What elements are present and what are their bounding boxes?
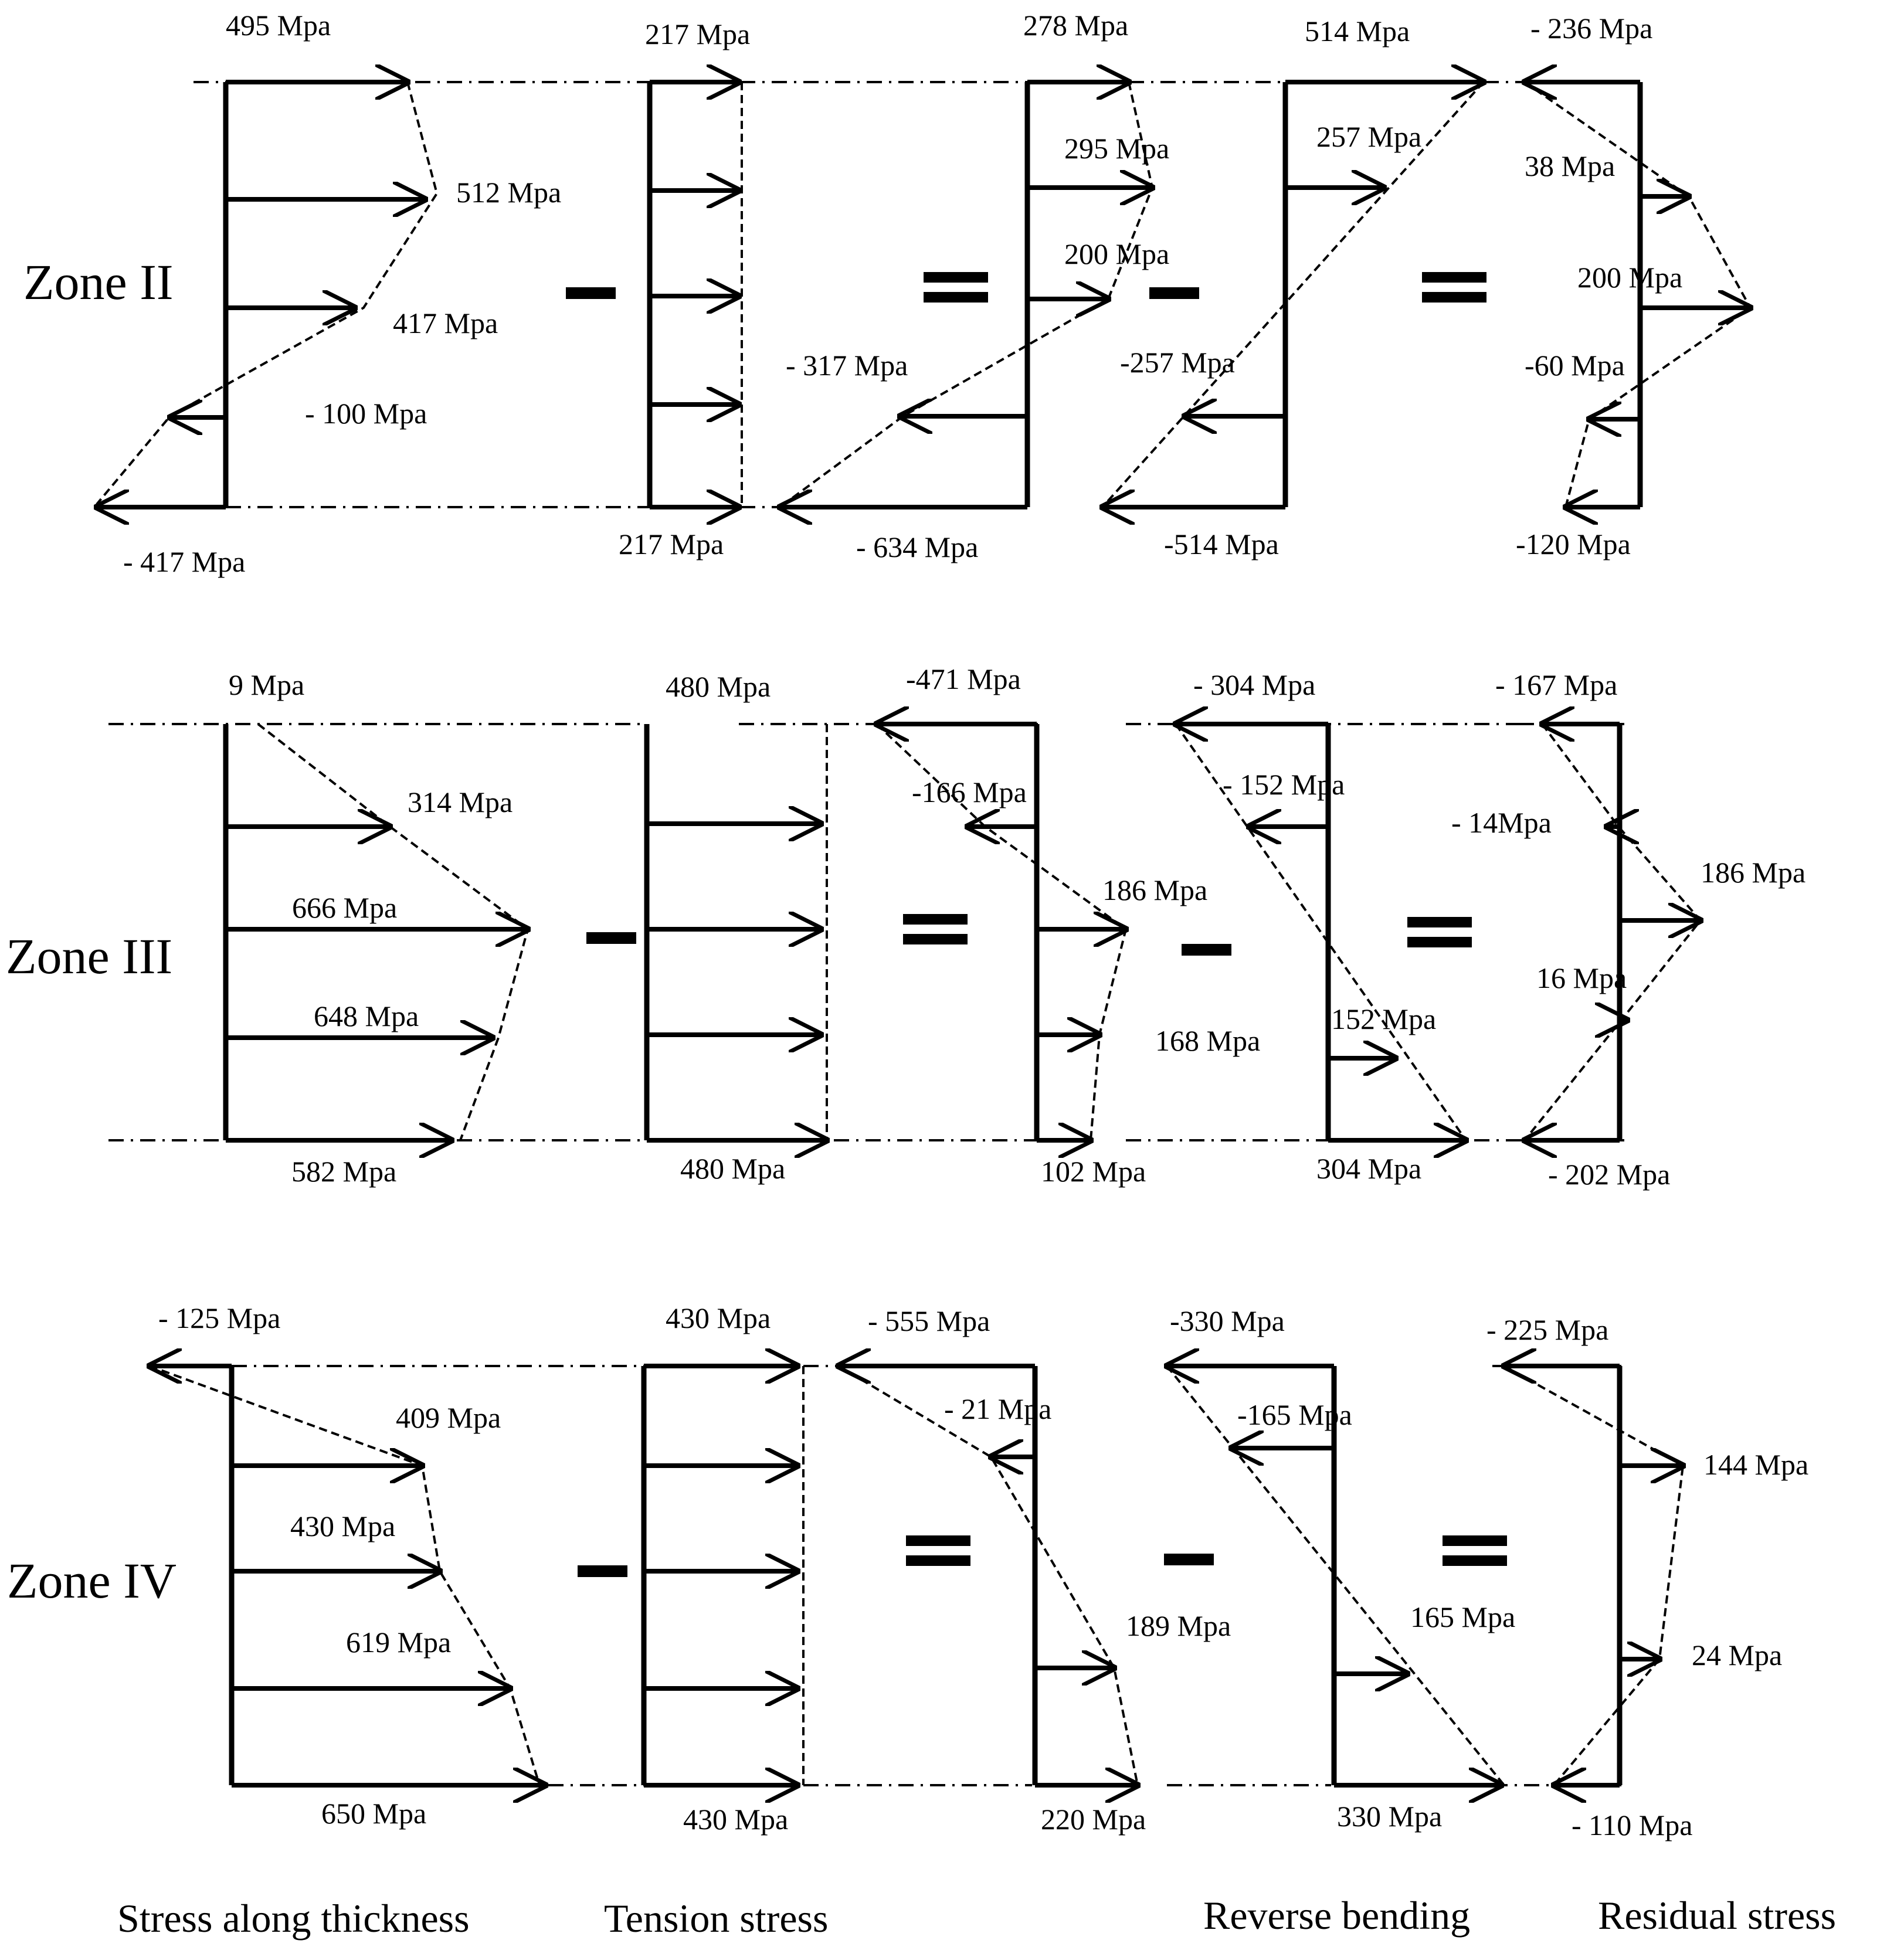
zone-4-stress-envelope <box>149 1365 541 1786</box>
residual-label: - 225 Mpa <box>1486 1313 1608 1346</box>
zone-4-equals-operator-bottom <box>1443 1555 1507 1566</box>
result-label: 220 Mpa <box>1041 1803 1146 1836</box>
residual-label: 200 Mpa <box>1577 261 1682 294</box>
zone-label: Zone II <box>23 254 173 310</box>
zone-3-equals-operator-bottom <box>1407 937 1472 947</box>
stress-label: 619 Mpa <box>346 1626 451 1659</box>
result-label: -166 Mpa <box>912 776 1027 808</box>
stress-label: 512 Mpa <box>456 176 561 209</box>
zone-2-equals-operator-top <box>1422 272 1486 283</box>
stress-label: 417 Mpa <box>393 307 498 339</box>
bending-label: -165 Mpa <box>1237 1398 1352 1431</box>
residual-label: -60 Mpa <box>1525 349 1625 382</box>
zone-4-minus-operator <box>1164 1554 1214 1565</box>
result-label: - 634 Mpa <box>856 531 978 563</box>
zone-3-stress-envelope <box>1523 723 1702 1141</box>
tension-label: 480 Mpa <box>680 1152 785 1185</box>
zone-3-minus-operator <box>1182 944 1231 956</box>
stress-label: 582 Mpa <box>291 1155 396 1188</box>
bending-label: 257 Mpa <box>1316 120 1421 153</box>
tension-label: 480 Mpa <box>666 670 771 703</box>
residual-label: 16 Mpa <box>1536 961 1627 994</box>
result-label: 168 Mpa <box>1155 1024 1260 1057</box>
result-label: 295 Mpa <box>1064 132 1169 165</box>
bending-label: - 304 Mpa <box>1193 668 1315 701</box>
zone-label: Zone IV <box>7 1552 177 1609</box>
stress-label: 666 Mpa <box>292 891 397 924</box>
zone-4-equals-operator-top <box>1443 1535 1507 1546</box>
bending-label: 152 Mpa <box>1331 1003 1436 1035</box>
bending-label: -514 Mpa <box>1164 528 1279 560</box>
result-label: -471 Mpa <box>906 662 1021 695</box>
tension-label: 217 Mpa <box>619 528 724 560</box>
zone-2-stress-envelope <box>96 81 439 505</box>
bending-label: 304 Mpa <box>1316 1152 1421 1185</box>
stress-label: - 417 Mpa <box>123 545 245 578</box>
zone-4-stress-envelope <box>1503 1365 1685 1786</box>
stress-label: - 100 Mpa <box>305 397 427 430</box>
residual-label: - 202 Mpa <box>1548 1158 1670 1191</box>
caption-tension-stress: Tension stress <box>604 1896 828 1941</box>
zone-3-equals-operator-top <box>1407 917 1472 927</box>
zone-4-equals-operator-top <box>906 1535 970 1546</box>
operators <box>566 272 1507 1577</box>
bending-label: 165 Mpa <box>1410 1601 1515 1633</box>
stress-label: 648 Mpa <box>314 1000 419 1032</box>
result-label: - 21 Mpa <box>944 1392 1051 1425</box>
stress-label: 409 Mpa <box>396 1401 501 1434</box>
zone-3-stress-envelope <box>1175 723 1467 1141</box>
stress-label: 495 Mpa <box>226 9 331 42</box>
zone-2-equals-operator-bottom <box>1422 292 1486 303</box>
tension-label: 430 Mpa <box>683 1803 788 1836</box>
residual-label: -120 Mpa <box>1516 528 1631 560</box>
bending-label: 514 Mpa <box>1305 15 1410 47</box>
bending-label: - 152 Mpa <box>1223 768 1345 801</box>
stress-arrows <box>97 82 1750 1785</box>
zone-4-minus-operator <box>578 1565 627 1577</box>
bending-label: -257 Mpa <box>1120 346 1235 379</box>
zone-4-equals-operator-bottom <box>906 1555 970 1566</box>
zone-label: Zone III <box>6 928 172 984</box>
residual-label: 144 Mpa <box>1703 1448 1808 1481</box>
result-label: 186 Mpa <box>1102 874 1207 906</box>
tension-label: 217 Mpa <box>645 18 750 50</box>
residual-label: - 14Mpa <box>1451 806 1552 839</box>
zone-3-minus-operator <box>586 932 636 944</box>
zone-2-stress-envelope <box>1101 81 1485 508</box>
caption-residual-stress: Residual stress <box>1598 1893 1836 1938</box>
residual-label: 38 Mpa <box>1525 149 1615 182</box>
zone-2-equals-operator-bottom <box>924 292 988 303</box>
zone-4-stress-envelope <box>837 1365 1139 1786</box>
tension-label: 430 Mpa <box>666 1302 771 1334</box>
caption-stress-along-thickness: Stress along thickness <box>117 1896 470 1941</box>
zone-3-equals-operator-bottom <box>903 934 968 944</box>
result-label: 189 Mpa <box>1126 1609 1231 1642</box>
zone-2-minus-operator <box>566 287 616 299</box>
caption-reverse-bending: Reverse bending <box>1203 1893 1470 1938</box>
stress-label: 650 Mpa <box>321 1797 426 1830</box>
zone-2-minus-operator <box>1149 287 1199 299</box>
residual-label: - 110 Mpa <box>1572 1809 1692 1841</box>
residual-label: 186 Mpa <box>1701 856 1805 889</box>
result-label: - 317 Mpa <box>786 349 908 382</box>
result-label: 278 Mpa <box>1023 9 1128 42</box>
stress-label: - 125 Mpa <box>158 1302 280 1334</box>
result-label: - 555 Mpa <box>868 1304 990 1337</box>
residual-label: - 236 Mpa <box>1530 12 1652 45</box>
zone-2-equals-operator-top <box>924 272 988 283</box>
residual-label: 24 Mpa <box>1692 1639 1782 1671</box>
result-label: 102 Mpa <box>1041 1155 1146 1188</box>
residual-label: - 167 Mpa <box>1495 668 1617 701</box>
stress-label: 314 Mpa <box>408 786 513 818</box>
result-label: 200 Mpa <box>1064 237 1169 270</box>
stress-label: 430 Mpa <box>290 1510 395 1542</box>
zone-2-stress-envelope <box>779 81 1154 508</box>
bending-label: -330 Mpa <box>1170 1304 1285 1337</box>
bending-label: 330 Mpa <box>1337 1800 1442 1833</box>
stress-label: 9 Mpa <box>229 668 304 701</box>
zone-3-equals-operator-top <box>903 914 968 925</box>
